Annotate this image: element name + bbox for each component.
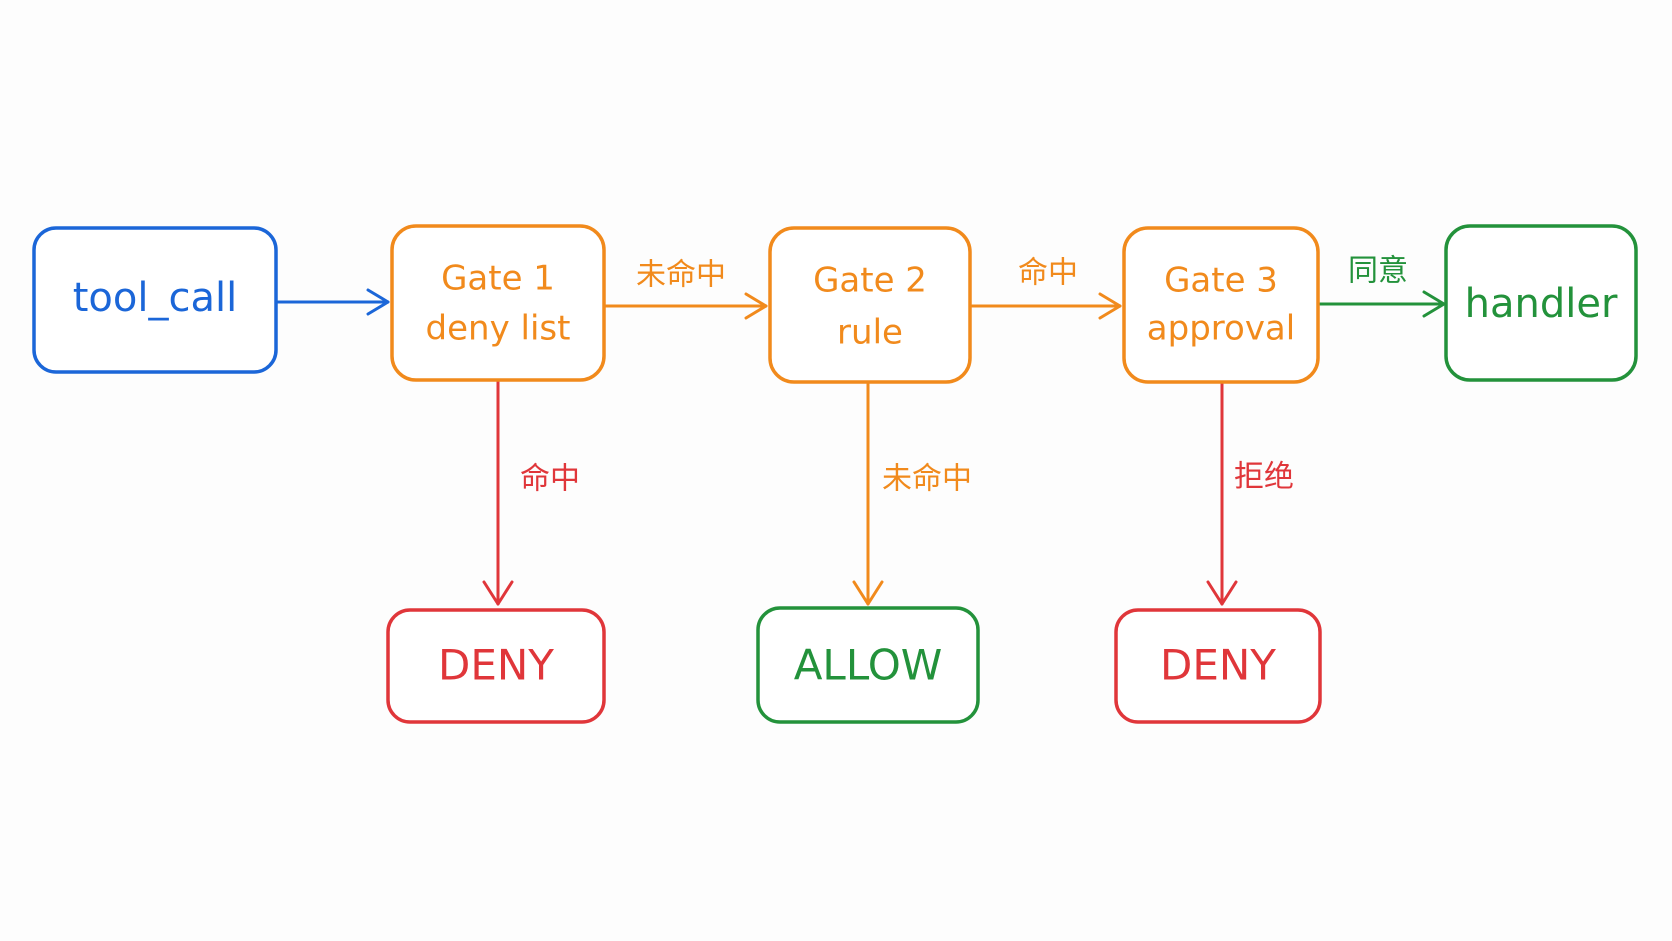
- edge-label-gate3-deny: 拒绝: [1234, 460, 1294, 495]
- edge-label-gate1-deny: 命中: [520, 462, 580, 497]
- node-deny-3-label: DENY: [1160, 641, 1276, 690]
- edge-label-gate2-gate3: 命中: [1018, 256, 1078, 291]
- node-handler: handler: [1444, 224, 1638, 382]
- node-deny-1: DENY: [386, 608, 606, 724]
- node-gate-1: Gate 1 deny list: [390, 224, 606, 382]
- node-allow: ALLOW: [756, 606, 980, 724]
- node-gate-2: Gate 2 rule: [768, 226, 972, 384]
- edge-gate3-handler: 同意: [1318, 254, 1446, 318]
- node-gate-1-title: Gate 1: [441, 259, 555, 299]
- edge-gate1-gate2: 未命中: [602, 258, 768, 320]
- node-gate-3-title: Gate 3: [1164, 261, 1278, 301]
- node-gate-3: Gate 3 approval: [1122, 226, 1320, 384]
- edge-gate1-deny: 命中: [482, 380, 580, 606]
- node-gate-3-subtitle: approval: [1147, 309, 1295, 349]
- edge-label-gate1-gate2: 未命中: [636, 258, 726, 293]
- node-allow-label: ALLOW: [794, 641, 943, 690]
- node-gate-2-subtitle: rule: [837, 313, 903, 353]
- edge-toolcall-gate1: [276, 288, 390, 316]
- node-tool-call-label: tool_call: [73, 275, 237, 321]
- node-tool-call: tool_call: [32, 226, 278, 374]
- edge-label-gate2-allow: 未命中: [882, 462, 972, 497]
- node-handler-label: handler: [1465, 281, 1618, 327]
- node-deny-1-label: DENY: [438, 641, 554, 690]
- node-gate-2-title: Gate 2: [813, 261, 927, 301]
- node-gate-1-subtitle: deny list: [426, 309, 571, 349]
- edge-gate2-allow: 未命中: [852, 382, 972, 606]
- edge-label-gate3-handler: 同意: [1348, 254, 1408, 289]
- node-deny-3: DENY: [1114, 608, 1322, 724]
- edge-gate3-deny: 拒绝: [1206, 382, 1294, 606]
- edge-gate2-gate3: 命中: [970, 256, 1122, 320]
